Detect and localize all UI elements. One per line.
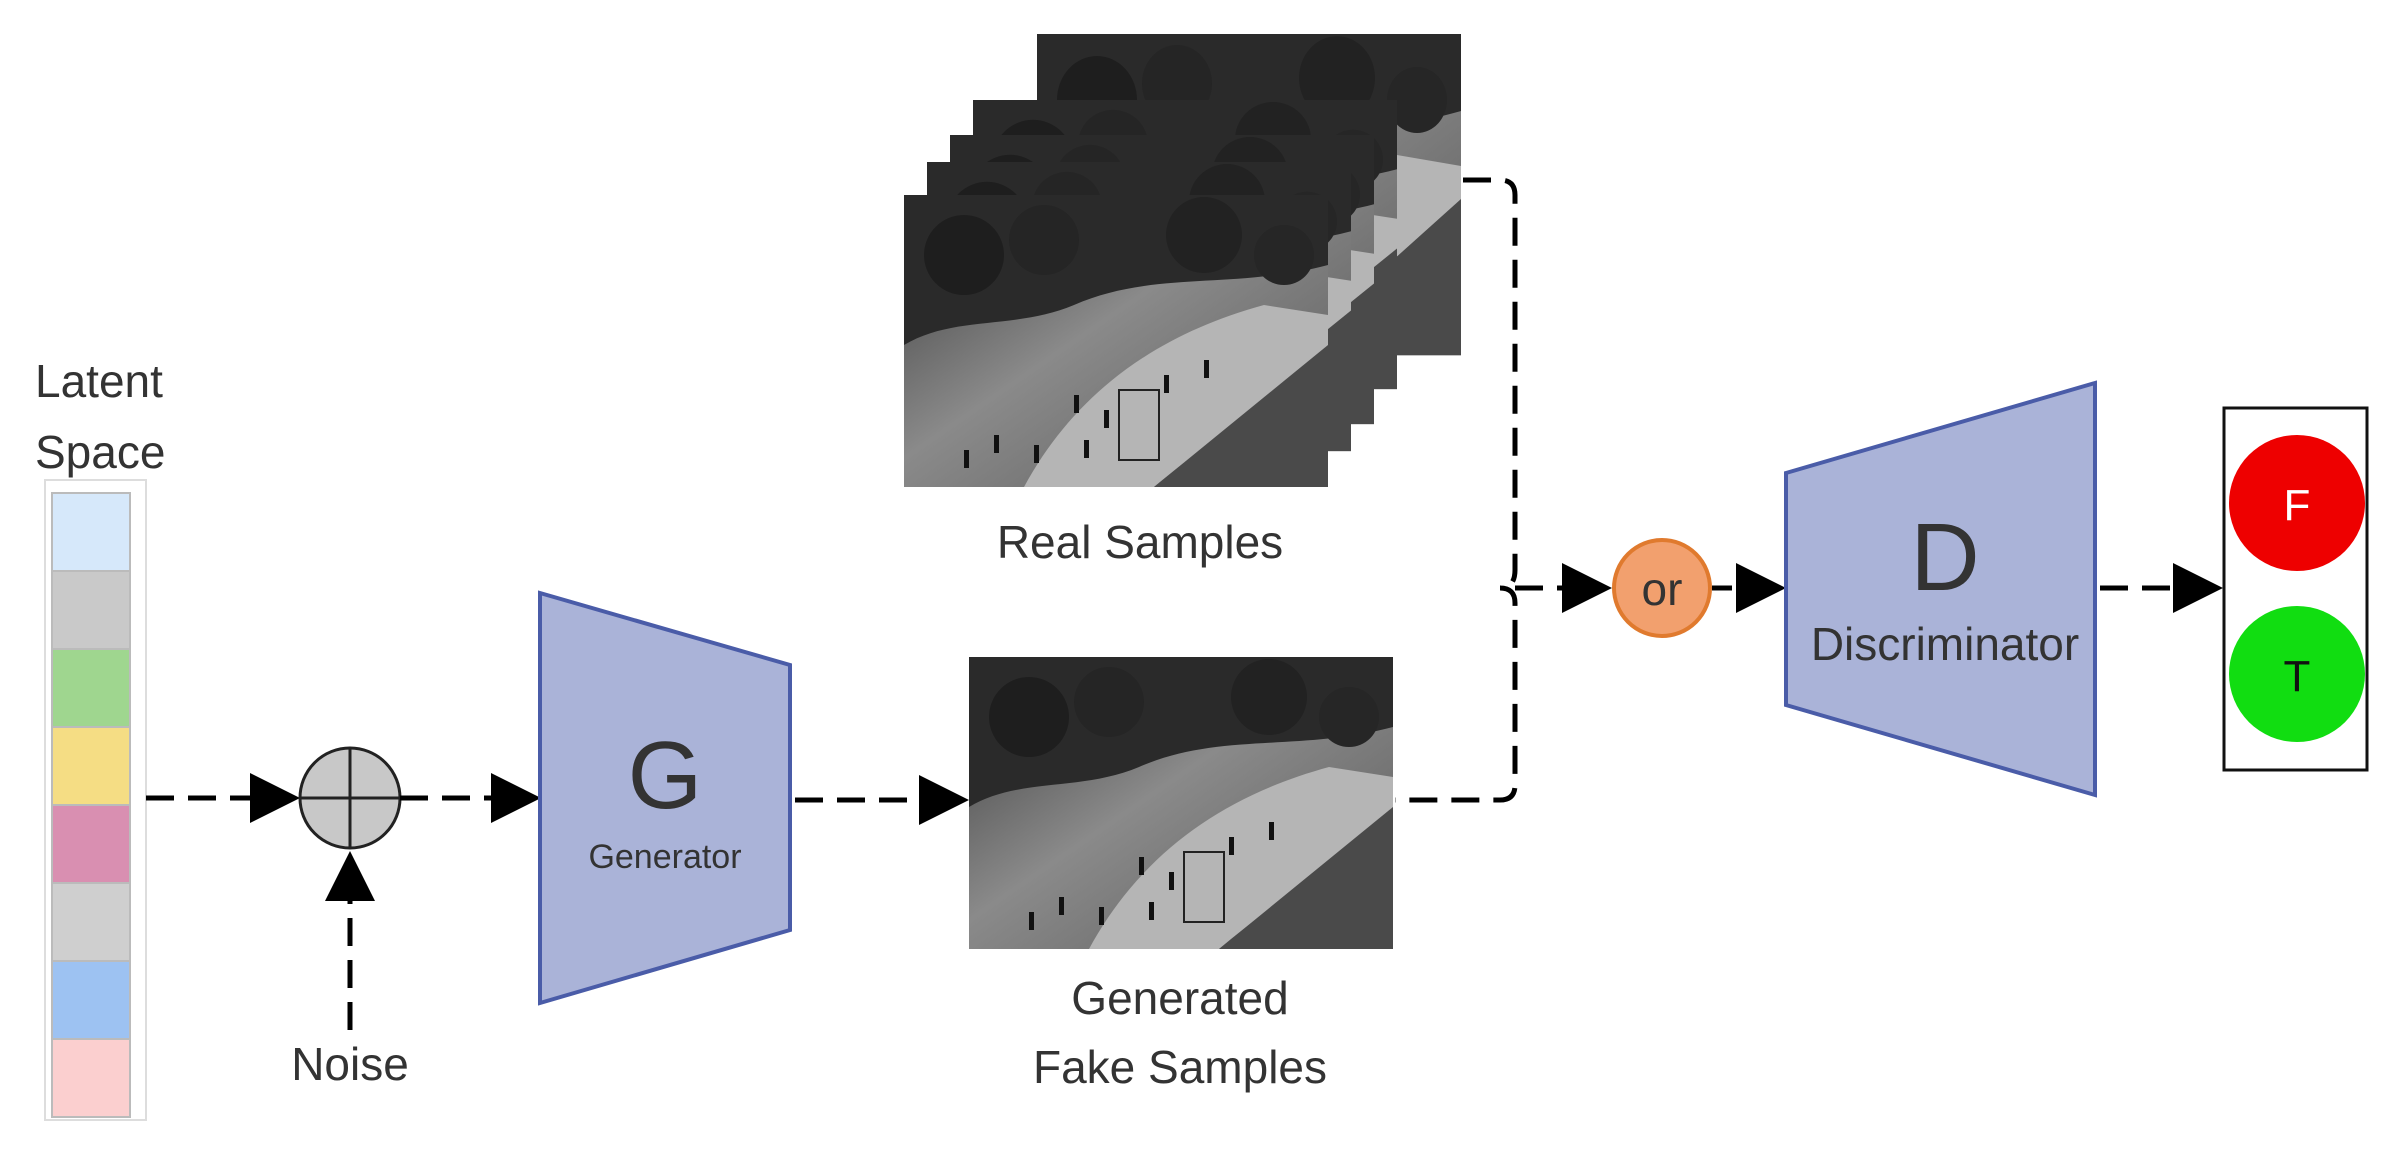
real-sample-image-1 [903,194,1329,488]
generator-block: G Generator [538,590,792,1006]
generator-letter: G [628,722,703,829]
latent-cell [51,570,131,650]
latent-cell [51,960,131,1040]
true-output-label: T [2284,652,2311,701]
fake-samples-label-line1: Generated [1071,972,1288,1024]
latent-cell [51,648,131,728]
latent-space-label-line2: Space [35,426,165,478]
or-label: or [1642,563,1683,615]
latent-vector [51,492,131,1118]
latent-cell [51,726,131,806]
merge-connector [1395,177,1518,803]
noise-label: Noise [291,1038,409,1090]
real-samples-label: Real Samples [997,516,1283,568]
false-output-label: F [2284,481,2311,530]
or-node [1612,538,1712,638]
fake-sample-image [968,656,1394,950]
real-samples-stack [903,32,1463,488]
latent-cell [51,492,131,572]
fake-samples-label-line2: Fake Samples [1033,1041,1327,1093]
true-output-circle [2229,606,2365,742]
latent-cell [51,882,131,962]
latent-space-label-line1: Latent [35,355,163,407]
discriminator-label: Discriminator [1811,618,2079,670]
latent-cell [51,804,131,884]
latent-cell [51,1038,131,1118]
output-box: F T [2222,406,2369,772]
discriminator-block: D Discriminator [1784,380,2097,798]
false-output-circle [2229,435,2365,571]
generator-label: Generator [588,838,741,876]
sum-node [298,746,402,850]
discriminator-letter: D [1910,504,1979,611]
